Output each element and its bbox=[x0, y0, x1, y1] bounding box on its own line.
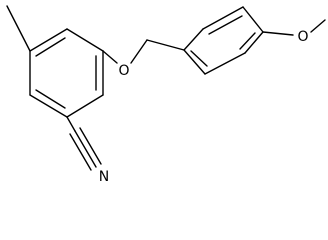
bond bbox=[202, 6, 244, 30]
bond bbox=[66, 116, 76, 132]
double-bond-inner bbox=[35, 37, 66, 57]
bond bbox=[183, 28, 204, 51]
right-benzene-ring bbox=[183, 6, 264, 75]
double-bond-inner bbox=[208, 15, 243, 35]
bond bbox=[244, 31, 264, 54]
methylene-ring-bond bbox=[146, 39, 185, 51]
bond bbox=[66, 28, 104, 52]
methoxy-oxygen-label: O bbox=[297, 29, 308, 45]
bond bbox=[204, 52, 246, 75]
bond bbox=[66, 94, 104, 118]
nitrile-nitrogen-label: N bbox=[99, 169, 109, 185]
bond bbox=[29, 94, 68, 118]
double-bond-inner bbox=[239, 32, 256, 50]
bond bbox=[242, 6, 264, 33]
triple-bond bbox=[69, 133, 92, 171]
ring-oxygen-bond bbox=[262, 31, 294, 36]
triple-bond bbox=[74, 130, 97, 168]
nitrile-group bbox=[66, 116, 102, 171]
bond bbox=[183, 49, 206, 75]
aryl-oxygen-bond bbox=[102, 50, 118, 64]
left-benzene-ring bbox=[29, 28, 104, 118]
triple-bond bbox=[79, 127, 102, 165]
double-bond-inner bbox=[190, 50, 208, 67]
bond bbox=[29, 28, 68, 52]
ether-oxygen-label: O bbox=[118, 63, 129, 79]
oxygen-methylene-bond bbox=[130, 39, 148, 64]
double-bond-inner bbox=[35, 89, 66, 109]
structure-diagram: N O O bbox=[6, 5, 326, 185]
oxygen-methyl-bond bbox=[310, 19, 326, 33]
methyl-bond bbox=[6, 5, 31, 52]
